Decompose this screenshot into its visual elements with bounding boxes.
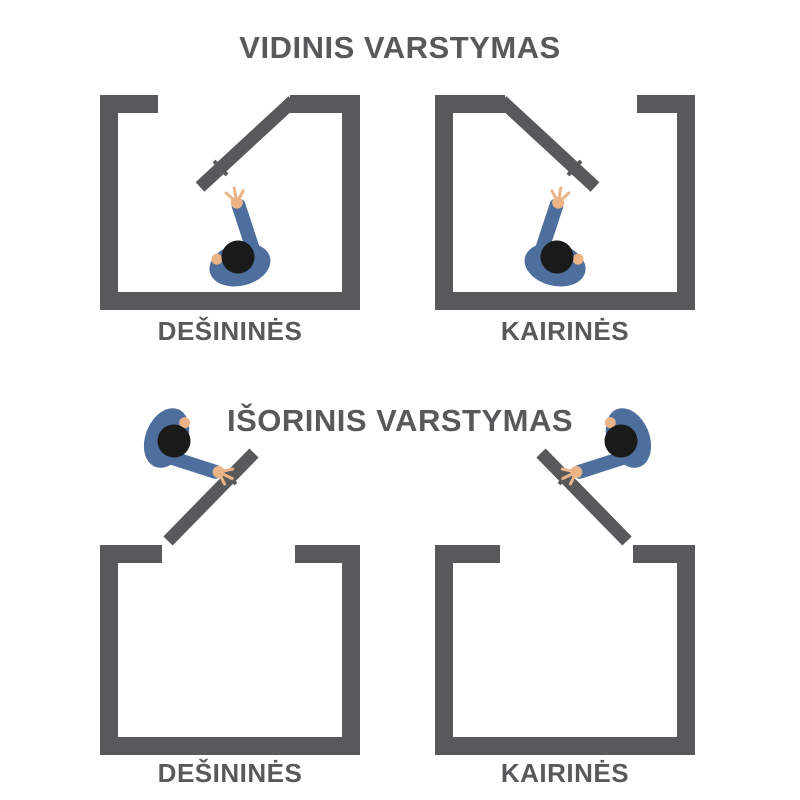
mirrored-content (435, 95, 695, 310)
room-walls (100, 95, 360, 310)
diagram-label-external-right: DEŠININĖS (157, 758, 303, 788)
wall-top-left-segment (633, 545, 695, 563)
wall-bottom (100, 737, 360, 755)
door-handle-icon (566, 159, 583, 177)
door-icon (497, 96, 600, 192)
wall-right (342, 95, 360, 310)
wall-left (677, 545, 695, 755)
door-leaf (497, 96, 600, 192)
wall-top-right-segment (435, 95, 505, 113)
door-leaf (536, 448, 632, 546)
person-top-view-icon (191, 184, 275, 293)
wall-right (435, 95, 453, 310)
wall-top-right-segment (295, 545, 360, 563)
mirrored-content (435, 401, 695, 755)
door-handle-icon (212, 159, 229, 177)
diagram-external-left-handed (435, 395, 695, 755)
diagram-label-internal-right: DEŠININĖS (157, 316, 303, 346)
wall-top-left-segment (637, 95, 695, 113)
diagram-label-internal-left: KAIRINĖS (500, 316, 630, 346)
wall-left (100, 95, 118, 310)
wall-top-left-segment (100, 545, 162, 563)
person-top-view-icon (520, 184, 604, 293)
diagram-internal-right-hinged (100, 95, 360, 310)
diagram-external-right-handed (100, 395, 360, 755)
room-walls (100, 545, 360, 755)
door-icon (195, 96, 298, 192)
diagram-label-external-left: KAIRINĖS (500, 758, 630, 788)
door-leaf (163, 448, 259, 546)
section-title-internal: VIDINIS VARSTYMAS (239, 30, 561, 65)
wall-bottom (100, 292, 360, 310)
wall-right (435, 545, 453, 755)
wall-left (677, 95, 695, 310)
wall-left (100, 545, 118, 755)
room-walls (435, 545, 695, 755)
door-leaf (195, 96, 298, 192)
wall-top-left-segment (100, 95, 158, 113)
section-title-external: IŠORINIS VARSTYMAS (226, 403, 574, 438)
wall-top-right-segment (290, 95, 360, 113)
wall-right (342, 545, 360, 755)
diagram-internal-left-hinged (435, 95, 695, 310)
wall-top-right-segment (435, 545, 500, 563)
wall-bottom (435, 737, 695, 755)
room-walls (435, 95, 695, 310)
wall-bottom (435, 292, 695, 310)
